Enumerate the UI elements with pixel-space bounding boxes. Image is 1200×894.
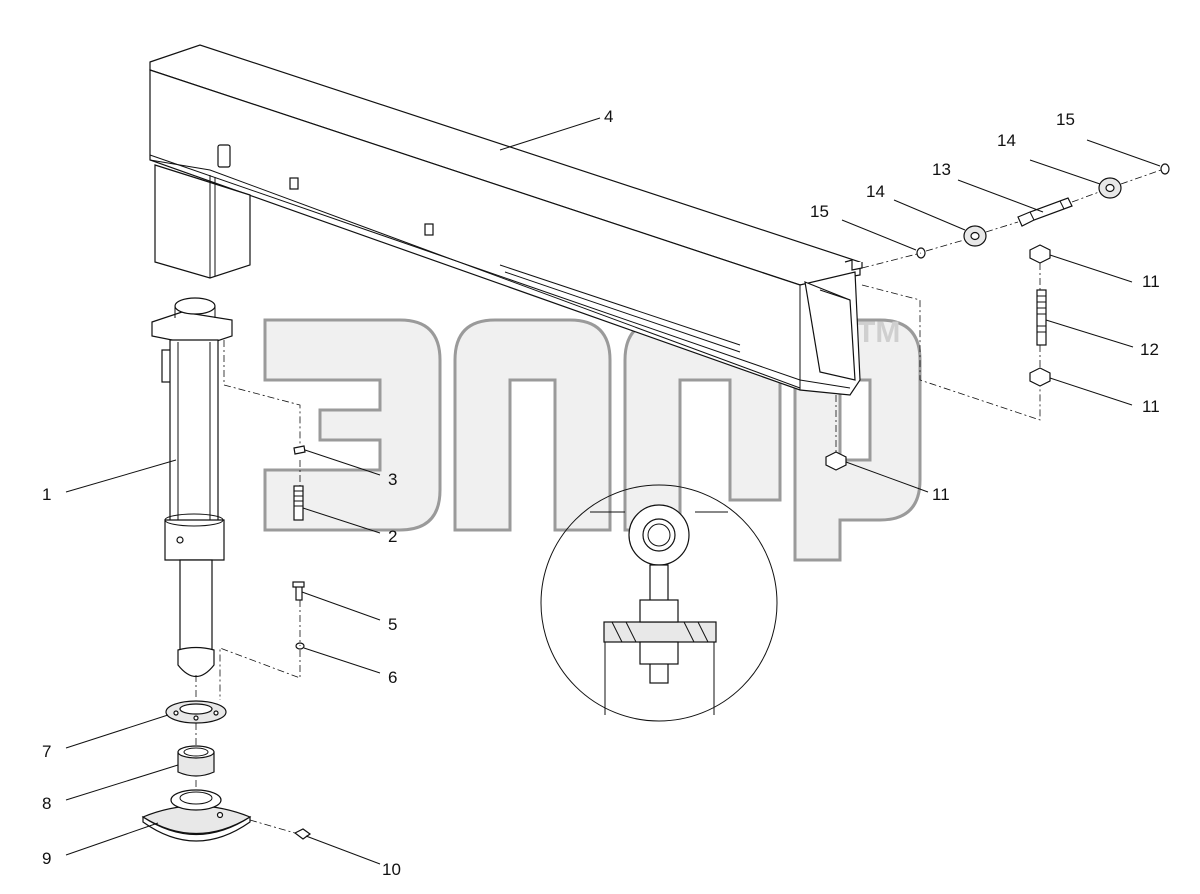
pin-part-13 <box>1017 197 1073 227</box>
nut-part-10 <box>293 828 312 840</box>
callout-labels: 1 2 3 4 5 6 7 8 9 10 11 11 11 12 13 14 1… <box>42 107 1160 879</box>
callout-1: 1 <box>42 485 51 504</box>
callout-12: 12 <box>1140 340 1159 359</box>
callout-3: 3 <box>388 470 397 489</box>
detail-view-circle <box>540 484 778 722</box>
washer-part-14-right <box>1098 177 1122 199</box>
callout-8: 8 <box>42 794 51 813</box>
base-plate-part-9 <box>141 789 252 842</box>
nut-part-11-top <box>1029 244 1051 264</box>
leader-lines <box>65 117 1161 865</box>
callout-5: 5 <box>388 615 397 634</box>
callout-13: 13 <box>932 160 951 179</box>
ring-part-15-right <box>1160 163 1170 175</box>
callout-6: 6 <box>388 668 397 687</box>
bushing-part-8 <box>177 745 215 777</box>
bolt-part-2 <box>293 485 304 521</box>
watermark-logo: TM <box>263 316 922 562</box>
flange-part-7 <box>165 700 227 724</box>
column-part-1 <box>151 297 233 678</box>
callout-2: 2 <box>388 527 397 546</box>
callout-11-top: 11 <box>1142 272 1160 291</box>
callout-11-lower: 11 <box>932 485 950 504</box>
washer-part-3 <box>293 445 306 455</box>
assembly-centerlines <box>195 169 1162 834</box>
callout-4: 4 <box>604 107 613 126</box>
callout-7: 7 <box>42 742 51 761</box>
callout-15-left: 15 <box>810 202 829 221</box>
callout-10: 10 <box>382 860 401 879</box>
callout-9: 9 <box>42 849 51 868</box>
nut-part-11-middle <box>1029 367 1051 387</box>
callout-14-right: 14 <box>997 131 1016 150</box>
jib-beam-part-4 <box>149 44 863 396</box>
callout-15-right: 15 <box>1056 110 1075 129</box>
callout-11-middle: 11 <box>1142 397 1160 416</box>
screw-part-5 <box>292 581 305 601</box>
washer-part-14-left <box>963 225 987 247</box>
callout-14-left: 14 <box>866 182 885 201</box>
trademark-symbol: TM <box>857 316 900 349</box>
stud-part-12 <box>1036 289 1047 346</box>
